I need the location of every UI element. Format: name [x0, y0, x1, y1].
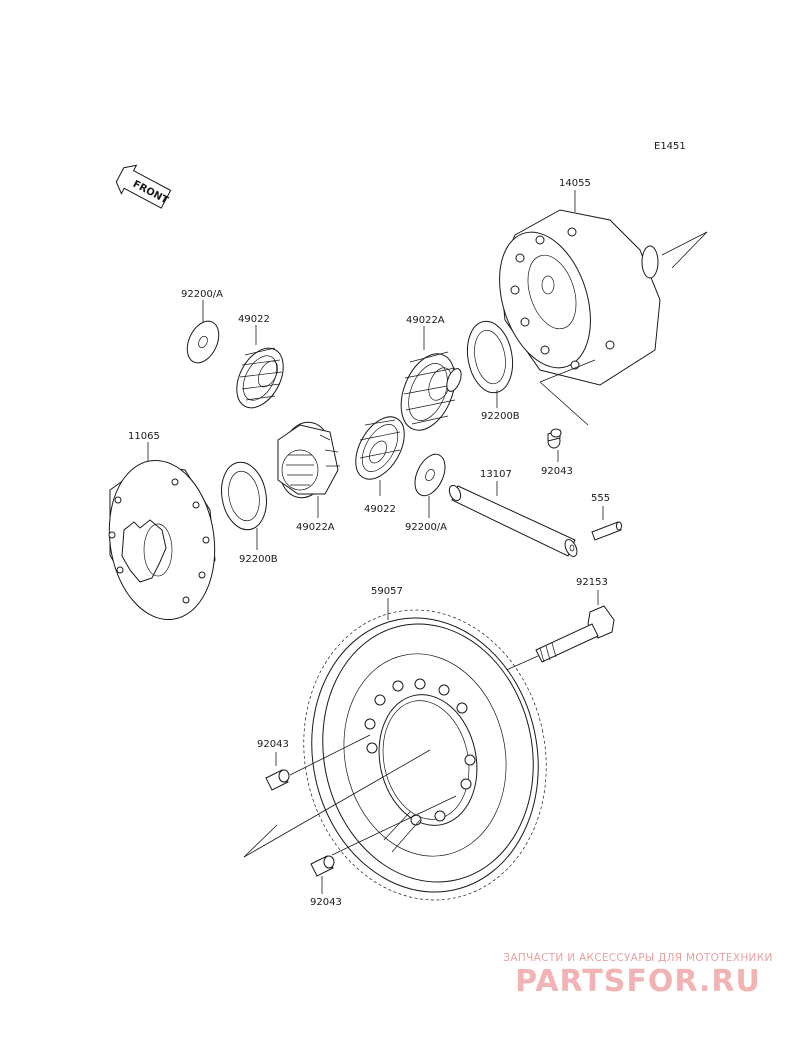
pinion-gear-mid-part[interactable] [346, 409, 415, 488]
part-label-555[interactable]: 555 [591, 493, 610, 504]
thrust-washer-b-part[interactable] [462, 318, 518, 397]
part-label-59057[interactable]: 59057 [371, 586, 403, 597]
differential-cover-part[interactable] [99, 454, 224, 627]
part-label-92200B-right[interactable]: 92200B [481, 411, 520, 422]
ring-gear-part[interactable] [277, 587, 572, 923]
part-label-49022-top[interactable]: 49022 [238, 314, 270, 325]
part-label-14055[interactable]: 14055 [559, 178, 591, 189]
part-label-49022-mid[interactable]: 49022 [364, 504, 396, 515]
differential-case-part[interactable] [483, 190, 708, 426]
part-label-13107[interactable]: 13107 [480, 469, 512, 480]
part-label-92043-right[interactable]: 92043 [541, 466, 573, 477]
part-label-92200A-top[interactable]: 92200/A [181, 289, 223, 300]
cotter-pin-part[interactable] [591, 521, 622, 541]
part-label-11065[interactable]: 11065 [128, 431, 160, 442]
part-label-92153[interactable]: 92153 [576, 577, 608, 588]
part-label-92043-bottom[interactable]: 92043 [310, 897, 342, 908]
part-label-92043-left[interactable]: 92043 [257, 739, 289, 750]
thrust-washer-b-left-part[interactable] [216, 459, 271, 534]
part-label-49022A-mid[interactable]: 49022A [296, 522, 335, 533]
part-label-49022A-top[interactable]: 49022A [406, 315, 445, 326]
watermark-subtitle: ЗАПЧАСТИ И АКСЕССУАРЫ ДЛЯ МОТОТЕХНИКИ [503, 952, 773, 964]
diagram-code: E1451 [654, 141, 686, 152]
dowel-pin-bottom-part[interactable] [310, 855, 335, 877]
pinion-shaft-part[interactable] [447, 484, 579, 559]
part-label-92200A-mid[interactable]: 92200/A [405, 522, 447, 533]
side-gear-part[interactable] [391, 346, 465, 438]
thrust-washer-part[interactable] [181, 316, 225, 368]
watermark-brand: PARTSFOR.RU [515, 964, 761, 999]
part-label-92200B-left[interactable]: 92200B [239, 554, 278, 565]
thrust-washer-mid-part[interactable] [409, 450, 451, 501]
bolt-part[interactable] [492, 605, 615, 677]
dowel-pin-left-part[interactable] [265, 769, 290, 791]
dowel-pin-part[interactable] [547, 428, 562, 449]
side-gear-mid-part[interactable] [273, 418, 340, 502]
pinion-gear-part[interactable] [227, 340, 292, 415]
front-arrow-icon: FRONT [115, 164, 172, 209]
